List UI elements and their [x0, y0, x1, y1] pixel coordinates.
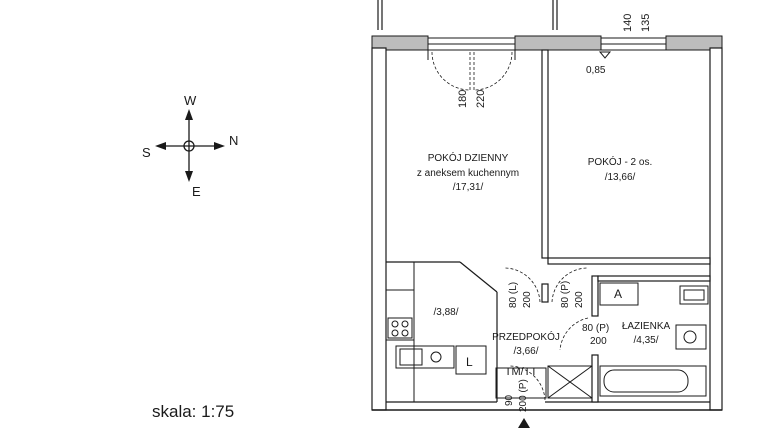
- living-room-name: POKÓJ DZIENNY: [428, 151, 509, 164]
- bath-name: ŁAZIENKA: [622, 321, 671, 332]
- dim-door-bath-a: 80 (P): [582, 323, 609, 334]
- compass-w-label: W: [184, 93, 197, 108]
- entry-arrow-icon: [518, 418, 530, 428]
- window-right: [598, 37, 667, 59]
- tm-tt-label: TM/TT: [505, 366, 538, 378]
- bath-area: /4,35/: [633, 335, 658, 346]
- living-room-sub: z aneksem kuchennym: [417, 168, 519, 179]
- dim-door-l-b: 200: [522, 291, 533, 308]
- dim-door-l-a: 80 (L): [508, 282, 519, 308]
- dim-entry-a: 90: [504, 394, 515, 406]
- dim-sill: 0,85: [586, 65, 606, 76]
- sink-icon: [395, 345, 455, 369]
- compass-s-label: S: [142, 145, 151, 160]
- dim-door-bath-b: 200: [590, 336, 607, 347]
- dim-window-right-b: 135: [640, 14, 652, 32]
- dim-entry-b: 200 (P): [518, 379, 529, 412]
- bedroom-name: POKÓJ - 2 os.: [588, 155, 652, 168]
- a-box-label: A: [614, 287, 622, 301]
- dim-window-left-b: 220: [475, 90, 487, 108]
- fridge-box: [455, 345, 487, 375]
- interior-walls: [386, 49, 711, 403]
- dim-door-p-b: 200: [574, 291, 585, 308]
- fridge-label: L: [466, 355, 473, 369]
- compass-n-label: N: [229, 133, 238, 148]
- compass-rose: [155, 109, 225, 182]
- compass-e-label: E: [192, 184, 201, 199]
- interior-door-swings: [503, 267, 589, 401]
- living-room-area: /17,31/: [453, 182, 484, 193]
- bedroom-area: /13,66/: [605, 172, 636, 183]
- kitchen-counter: [385, 261, 415, 403]
- scale-label: skala: 1:75: [152, 402, 235, 421]
- kitchen-nook-area: /3,88/: [433, 307, 458, 318]
- dim-window-left-a: 180: [457, 90, 469, 108]
- stove-icon: [387, 317, 413, 339]
- balcony-door-swing: [431, 51, 513, 92]
- balcony-rails: [377, 0, 558, 30]
- dim-window-right-a: 140: [622, 14, 634, 32]
- dim-door-p-a: 80 (P): [560, 281, 571, 308]
- hall-area: /3,66/: [513, 346, 538, 357]
- window-left: [427, 37, 516, 60]
- hall-name: PRZEDPOKÓJ: [492, 330, 560, 343]
- bath-fixtures: [495, 282, 709, 399]
